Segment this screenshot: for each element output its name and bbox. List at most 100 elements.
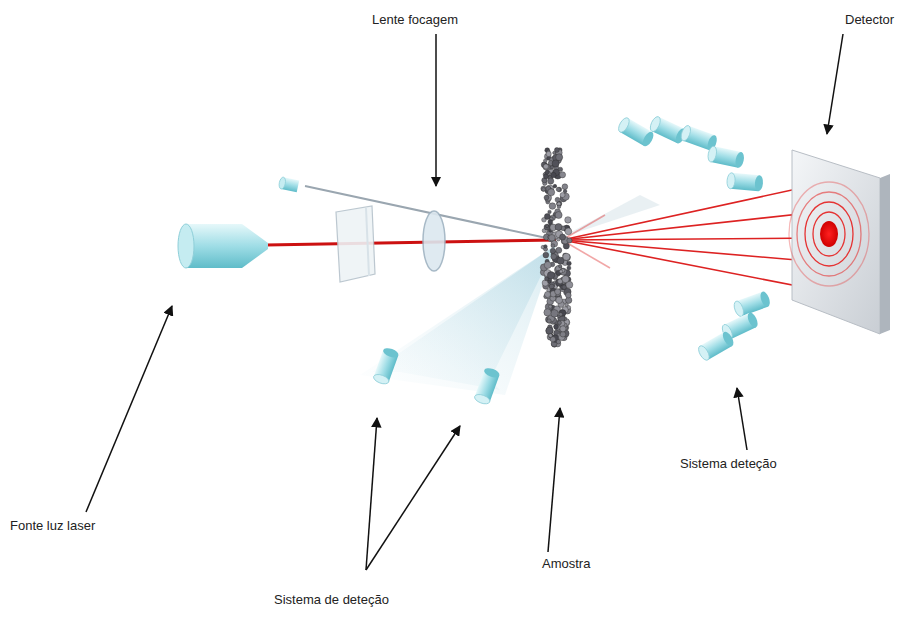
detector-cylinder [726,172,763,191]
focusing-lens [423,211,445,271]
leader-line [366,418,377,570]
particle [544,213,550,219]
particle [551,244,555,248]
detector-cylinder [473,366,500,405]
particle [565,217,571,223]
diffraction-rings [789,182,869,286]
particle [541,186,546,191]
leader-line [86,306,172,512]
particle [554,148,559,153]
particle [553,184,557,188]
particle [563,254,570,261]
leader-line [366,426,460,570]
particle [544,291,550,297]
particle [551,310,559,318]
particle [551,254,557,260]
particle [547,272,554,279]
particle [565,228,572,235]
particle [550,248,555,253]
particle [557,205,561,209]
detector-cylinder [616,116,655,148]
laser-beam [266,240,556,245]
particle [565,292,571,298]
detector-cylinder [372,346,399,385]
particle [559,313,563,317]
particle [559,310,566,317]
particle [544,195,549,200]
particle [559,172,565,178]
particle [544,245,547,248]
diffraction-spot [820,221,838,247]
particle [567,266,571,270]
particle [546,151,551,156]
particle [556,297,563,304]
label-lens: Lente focagem [370,12,460,28]
particle [549,334,553,338]
particle [559,270,562,273]
detector-cylinder [648,115,687,145]
particle [555,289,561,295]
particle [549,305,552,308]
particle [560,193,565,198]
particle [546,327,553,334]
particle [560,234,566,240]
particle [549,203,556,210]
particle [547,319,551,323]
particle [543,174,548,179]
particle [551,172,556,177]
particle [567,261,572,266]
label-detection: Sistema deteção [678,456,779,472]
particle [556,279,563,286]
particle [545,170,549,174]
particle [566,298,571,303]
detector-cylinders [372,115,771,406]
leader-line [548,408,560,552]
particle [560,326,566,332]
particle [558,321,562,325]
particle [549,235,556,242]
laser-source [178,224,268,268]
particle [552,160,559,167]
detector-cylinder [707,145,746,168]
label-detector: Detector [843,12,896,28]
particle [544,262,551,269]
particle [548,220,553,225]
leader-line [737,388,747,450]
particle [543,252,549,258]
particle [562,276,569,283]
particle [548,189,555,196]
particle [556,247,562,253]
detector-panel [792,150,880,334]
glass-plate-edge [366,208,369,276]
leader-line [827,34,843,134]
particle [555,224,562,231]
particle [548,210,552,214]
scattered-rays [562,185,822,290]
particle [567,238,572,243]
label-detection: Sistema de deteção [272,592,391,608]
glass-plate [336,206,375,282]
particle [556,154,563,161]
particle [556,187,560,191]
sample-particles [540,148,573,348]
leader-line [435,34,437,186]
label-sample: Amostra [540,556,592,572]
detector-cylinder [696,330,735,362]
particle [546,224,549,227]
particle [555,197,560,202]
particle [555,212,562,219]
detector-panel-side [880,174,890,334]
particle [551,241,558,248]
particle [546,327,553,334]
particle [560,331,566,337]
particle [542,187,546,191]
particle [563,189,567,193]
leader-arrows [86,34,843,570]
particle [548,280,551,283]
particle [562,184,568,190]
particle [563,253,570,260]
label-laser: Fonte luz laser [8,518,97,534]
particle [543,164,548,169]
